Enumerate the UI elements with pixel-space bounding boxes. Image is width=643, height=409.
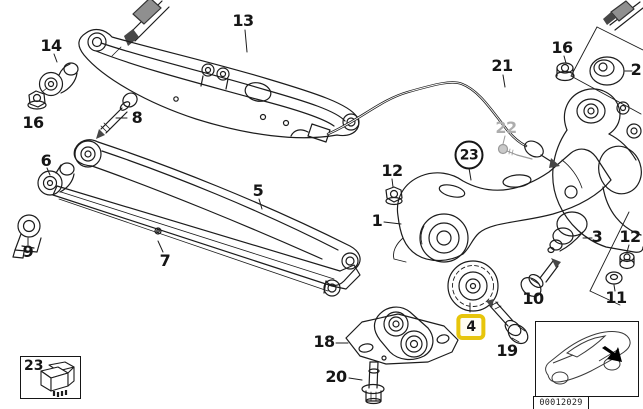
inset-frame-right-icon bbox=[589, 211, 630, 306]
rubber-mount-4-icon bbox=[447, 260, 499, 312]
legend-box: 23 bbox=[20, 356, 81, 399]
bushing-9-icon bbox=[12, 214, 42, 259]
bushing-6-icon bbox=[37, 162, 75, 196]
part-label-23[interactable]: 23 bbox=[454, 140, 484, 170]
part-label-10[interactable]: 10 bbox=[522, 289, 544, 308]
nut-12-left-icon bbox=[385, 186, 403, 206]
bushing-2-icon bbox=[589, 56, 625, 86]
bolt-8-icon bbox=[96, 92, 138, 139]
part-label-6[interactable]: 6 bbox=[40, 151, 52, 170]
support-bracket-18-icon bbox=[345, 306, 459, 365]
part-label-3[interactable]: 3 bbox=[591, 227, 603, 246]
screw-22-icon bbox=[497, 143, 533, 160]
part-label-21[interactable]: 21 bbox=[491, 56, 513, 75]
washer-11-icon bbox=[605, 271, 623, 285]
part-label-16[interactable]: 16 bbox=[551, 38, 573, 57]
legend-part-number[interactable]: 23 bbox=[24, 358, 44, 374]
part-label-13[interactable]: 13 bbox=[232, 11, 254, 30]
part-label-11[interactable]: 11 bbox=[605, 288, 627, 307]
part-label-16[interactable]: 16 bbox=[22, 113, 44, 132]
leader-lines bbox=[27, 29, 633, 381]
part-label-8[interactable]: 8 bbox=[131, 108, 143, 127]
part-label-19[interactable]: 19 bbox=[496, 341, 518, 360]
rear-axle-arrow-icon bbox=[602, 346, 622, 362]
car-location-inset bbox=[535, 321, 639, 397]
lower-control-arm-icon bbox=[73, 139, 361, 297]
part-label-22[interactable]: 22 bbox=[495, 118, 517, 137]
nut-16-left-icon bbox=[27, 87, 48, 110]
rail-7-icon bbox=[52, 185, 361, 292]
part-label-18[interactable]: 18 bbox=[313, 332, 335, 351]
bolt-10-icon bbox=[520, 258, 561, 297]
part-label-12[interactable]: 12 bbox=[381, 161, 403, 180]
part-label-9[interactable]: 9 bbox=[22, 242, 34, 261]
bolt-17-icon bbox=[603, 0, 643, 31]
part-label-4[interactable]: 4 bbox=[456, 314, 486, 340]
bolt-20-icon bbox=[361, 361, 385, 405]
part-label-12[interactable]: 12 bbox=[619, 227, 641, 246]
part-label-1[interactable]: 1 bbox=[371, 211, 383, 230]
part-label-7[interactable]: 7 bbox=[159, 251, 171, 270]
part-label-14[interactable]: 14 bbox=[40, 36, 62, 55]
abs-sensor-connector-icon bbox=[40, 361, 75, 397]
upper-control-arm-icon bbox=[78, 28, 360, 139]
bolt-19-icon bbox=[486, 299, 529, 345]
nut-16-right-icon bbox=[555, 62, 575, 82]
abs-sensor-cable-icon bbox=[290, 81, 560, 168]
part-number-plate: 00012029 bbox=[533, 396, 589, 409]
part-label-20[interactable]: 20 bbox=[325, 367, 347, 386]
trailing-arm-icon bbox=[393, 148, 612, 263]
bushing-14-icon bbox=[38, 62, 79, 97]
part-label-5[interactable]: 5 bbox=[252, 181, 264, 200]
part-label-2[interactable]: 2 bbox=[630, 60, 642, 79]
inset-frame-top-right-icon bbox=[570, 26, 643, 115]
car-silhouette-icon bbox=[545, 331, 631, 385]
ball-joint-3-icon bbox=[547, 211, 588, 254]
